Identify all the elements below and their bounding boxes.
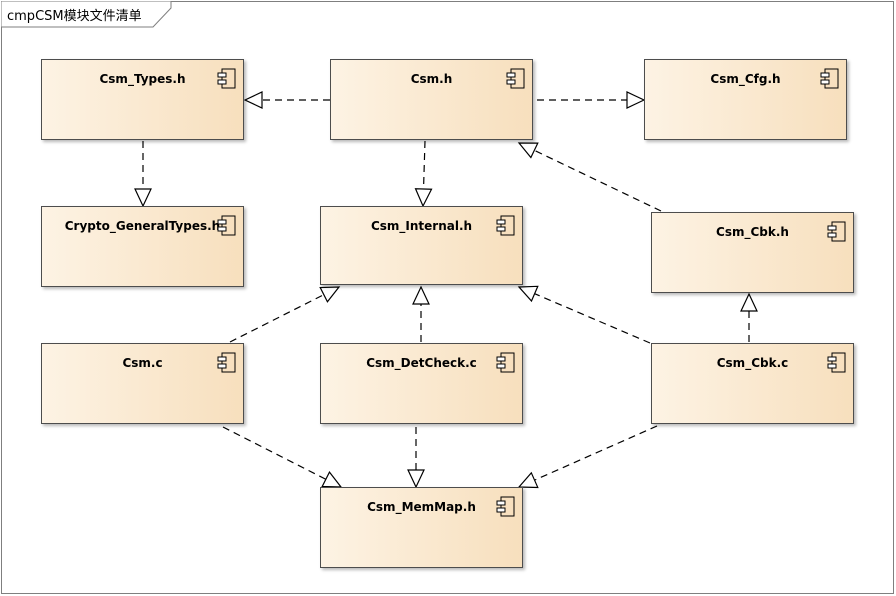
- component-icon: [217, 68, 236, 89]
- component-label: Csm_DetCheck.c: [366, 356, 477, 370]
- dependency-csmc-to-memmap[interactable]: [222, 426, 343, 488]
- dependency-line: [534, 425, 658, 481]
- hollow-arrowhead-icon: [517, 285, 539, 303]
- component-icon: [217, 352, 236, 373]
- component-label: Csm_Cbk.h: [716, 225, 789, 239]
- dependency-csmh-to-cfg[interactable]: [537, 91, 646, 109]
- dependency-line: [229, 294, 325, 343]
- component-label: Csm_Cbk.c: [716, 356, 789, 370]
- hollow-arrowhead-icon: [740, 292, 758, 312]
- dependency-detcheck-to-internal[interactable]: [412, 285, 430, 342]
- component-csm-internal-h[interactable]: Csm_Internal.h: [320, 206, 523, 285]
- hollow-arrowhead-icon: [407, 469, 425, 489]
- component-label: Crypto_GeneralTypes.h: [64, 219, 221, 233]
- component-icon: [820, 68, 839, 89]
- component-label: Csm_Types.h: [99, 72, 186, 86]
- component-label: Csm.h: [410, 72, 453, 86]
- dependency-csmh-to-internal[interactable]: [414, 140, 433, 208]
- dependency-csmh-to-types[interactable]: [243, 91, 330, 109]
- dependency-line: [534, 149, 662, 212]
- dependency-cbkc-to-memmap[interactable]: [517, 425, 658, 489]
- hollow-arrowhead-icon: [243, 91, 263, 109]
- dependency-line: [222, 426, 327, 480]
- diagram-title: cmpCSM模块文件清单: [7, 9, 142, 24]
- dependency-detcheck-to-memmap[interactable]: [407, 427, 425, 489]
- dependency-csmc-to-internal[interactable]: [229, 286, 341, 343]
- component-icon: [506, 68, 525, 89]
- dependency-cbkh-to-csmh[interactable]: [517, 142, 662, 212]
- component-icon: [827, 352, 846, 373]
- dependency-line: [534, 293, 651, 344]
- component-label: Csm_Cfg.h: [710, 72, 781, 86]
- dependency-line: [422, 140, 426, 190]
- component-crypto-generaltypes-h[interactable]: Crypto_GeneralTypes.h: [41, 206, 244, 287]
- component-label: Csm_MemMap.h: [367, 500, 476, 514]
- hollow-arrowhead-icon: [321, 471, 343, 488]
- hollow-arrowhead-icon: [412, 285, 430, 305]
- component-csm-h[interactable]: Csm.h: [330, 59, 533, 140]
- hollow-arrowhead-icon: [319, 286, 341, 303]
- hollow-arrowhead-icon: [414, 188, 433, 208]
- dependency-cbkc-to-internal[interactable]: [517, 285, 651, 344]
- dependency-cbkc-to-cbkh[interactable]: [740, 292, 758, 342]
- component-csm-cfg-h[interactable]: Csm_Cfg.h: [644, 59, 847, 140]
- component-label: Csm_Internal.h: [370, 219, 473, 233]
- component-csm-detcheck-c[interactable]: Csm_DetCheck.c: [320, 343, 523, 424]
- component-icon: [496, 496, 515, 517]
- diagram-frame-tab: [1, 1, 172, 28]
- hollow-arrowhead-icon: [626, 91, 646, 109]
- hollow-arrowhead-icon: [517, 142, 539, 159]
- component-csm-types-h[interactable]: Csm_Types.h: [41, 59, 244, 140]
- hollow-arrowhead-icon: [517, 471, 539, 489]
- hollow-arrowhead-icon: [134, 188, 152, 208]
- component-icon: [496, 215, 515, 236]
- component-icon: [217, 215, 236, 236]
- component-csm-cbk-c[interactable]: Csm_Cbk.c: [651, 343, 854, 424]
- component-csm-c[interactable]: Csm.c: [41, 343, 244, 424]
- component-label: Csm.c: [122, 356, 163, 370]
- component-icon: [827, 221, 846, 242]
- component-icon: [496, 352, 515, 373]
- component-csm-cbk-h[interactable]: Csm_Cbk.h: [651, 212, 854, 293]
- dependency-types-to-crypto[interactable]: [134, 141, 152, 208]
- component-csm-memmap-h[interactable]: Csm_MemMap.h: [320, 487, 523, 568]
